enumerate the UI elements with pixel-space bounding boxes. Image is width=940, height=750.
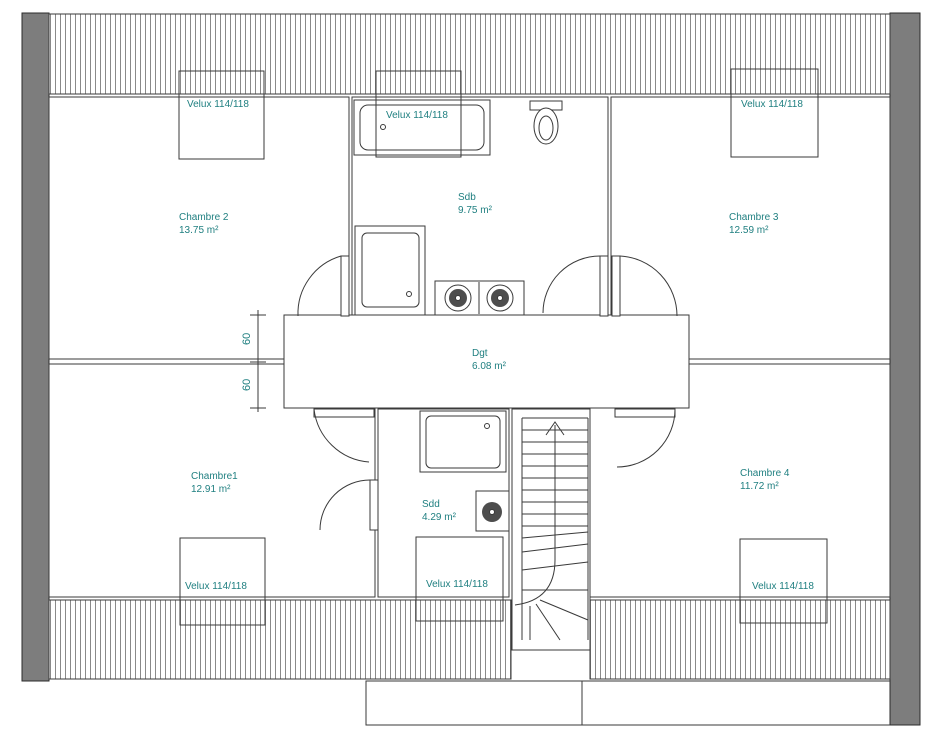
right-gable-wall <box>889 12 921 726</box>
velux-window-frame <box>179 537 266 626</box>
velux-window-frame <box>178 70 265 160</box>
room-area-sdb: 9.75 m² <box>458 205 493 216</box>
room-area-chambre-2: 13.75 m² <box>179 225 219 236</box>
staircase <box>511 408 591 651</box>
door-sdd <box>319 479 379 531</box>
room-area-sdd: 4.29 m² <box>422 512 457 523</box>
door-chambre-2 <box>297 255 350 317</box>
velux-label: Velux 114/118 <box>187 99 249 110</box>
shower-sdb <box>354 225 426 316</box>
velux-window-frame <box>415 536 504 622</box>
door-sdb <box>542 255 609 317</box>
room-area-chambre-4: 11.72 m² <box>740 481 779 492</box>
room-name-dgt: Dgt <box>472 348 488 359</box>
room-name-chambre-1: Chambre1 <box>191 471 238 482</box>
left-gable-wall <box>21 12 50 682</box>
door-chambre-3 <box>611 255 678 317</box>
door-chambre-1 <box>313 408 375 463</box>
double-sink <box>434 280 525 316</box>
roof-slope-bottom-left <box>48 599 512 680</box>
room-area-dgt: 6.08 m² <box>472 361 507 372</box>
sink-sdd <box>475 490 510 532</box>
roof-slope-top <box>48 13 891 95</box>
velux-label: Velux 114/118 <box>386 110 448 121</box>
room-name-sdd: Sdd <box>422 499 440 510</box>
room-dgt <box>283 314 690 409</box>
velux-label: Velux 114/118 <box>741 99 803 110</box>
dimension-lines <box>250 310 266 412</box>
velux-window-frame <box>375 70 462 158</box>
velux-label: Velux 114/118 <box>426 579 488 590</box>
room-name-chambre-3: Chambre 3 <box>729 212 779 223</box>
bathtub <box>353 99 491 156</box>
velux-label: Velux 114/118 <box>752 581 814 592</box>
toilet <box>529 100 563 145</box>
room-name-chambre-4: Chambre 4 <box>740 468 790 479</box>
dimension-label-lower: 60 <box>241 379 253 391</box>
room-name-sdb: Sdb <box>458 192 476 203</box>
room-area-chambre-3: 12.59 m² <box>729 225 769 236</box>
velux-window-frame <box>730 68 819 158</box>
building-base <box>365 680 583 726</box>
velux-window-frame <box>739 538 828 624</box>
velux-label: Velux 114/118 <box>185 581 247 592</box>
room-name-chambre-2: Chambre 2 <box>179 212 229 223</box>
shower-sdd <box>419 410 507 473</box>
door-chambre-4 <box>614 408 676 468</box>
room-area-chambre-1: 12.91 m² <box>191 484 231 495</box>
dimension-label-upper: 60 <box>241 333 253 345</box>
